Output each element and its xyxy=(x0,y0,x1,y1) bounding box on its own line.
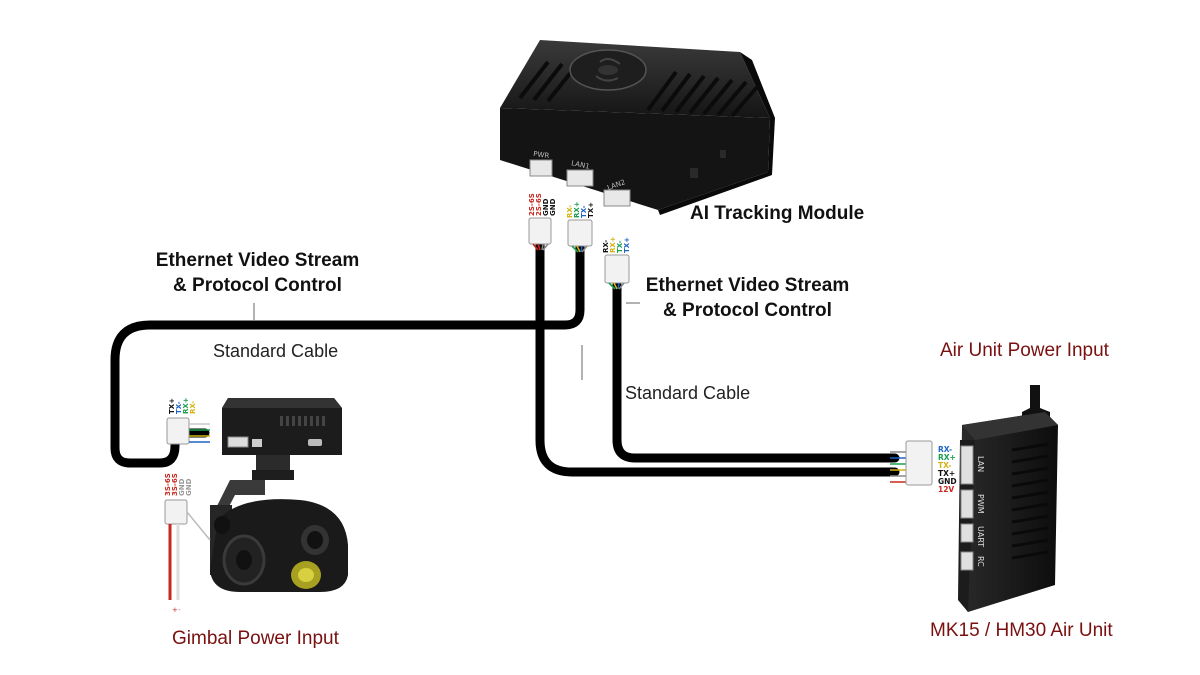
air-rc-port xyxy=(960,551,974,571)
gimbal-power-pin-4: GND xyxy=(185,478,193,496)
gimbal-eth-pin-4: RX- xyxy=(189,401,197,414)
air-unit-connector: RX- RX+ TX- TX+ GND 12V xyxy=(890,440,957,494)
eth-left-line2: & Protocol Control xyxy=(173,275,342,296)
lan2-plug xyxy=(604,254,630,284)
gimbal-power-label: Gimbal Power Input xyxy=(172,628,339,649)
air-port-pwm: PWM xyxy=(976,494,985,514)
pwr-pin-4: GND xyxy=(549,198,557,216)
air-lan-port xyxy=(960,445,974,485)
ai-tracking-module: PWR LAN1 LAN2 xyxy=(500,40,775,215)
pwr-pin-1: 2S-6S xyxy=(528,193,536,216)
air-port-rc: RC xyxy=(976,556,985,567)
air-unit: LAN PWM UART RC xyxy=(958,385,1058,612)
pwr-port xyxy=(529,159,553,177)
air-pin-5: GND xyxy=(938,477,957,486)
gimbal-eth-pin-2: TX- xyxy=(175,401,183,414)
cable-pwr-to-air-unit xyxy=(535,240,900,477)
lan1-plug xyxy=(567,219,593,247)
air-pin-3: TX- xyxy=(938,461,951,470)
lan1-pin-3: TX- xyxy=(580,205,588,218)
lan1-port xyxy=(566,169,594,187)
gimbal-camera xyxy=(210,398,348,592)
air-uart-port xyxy=(960,523,974,543)
lan2-pin-1: RX- xyxy=(602,240,610,253)
lan1-pin-1: RX- xyxy=(566,205,574,218)
eth-left-line1: Ethernet Video Stream xyxy=(155,250,360,271)
ai-module-label: AI Tracking Module xyxy=(690,203,865,224)
gimbal-eth-port xyxy=(227,436,249,448)
eth-left-label: Ethernet Video Stream & Protocol Control xyxy=(150,248,365,298)
gimbal-power-pin-1: 3S-6S xyxy=(164,473,172,496)
air-unit-label: MK15 / HM30 Air Unit xyxy=(930,620,1113,641)
eth-right-line2: & Protocol Control xyxy=(663,300,832,321)
eth-right-label: Ethernet Video Stream & Protocol Control xyxy=(640,273,855,323)
air-pin-2: RX+ xyxy=(938,453,956,462)
lan1-pin-4: TX+ xyxy=(587,202,595,218)
pwr-port-label: PWR xyxy=(533,150,550,160)
lan2-pin-2: RX+ xyxy=(609,236,617,253)
pwr-pin-3: GND xyxy=(542,198,550,216)
air-pin-1: RX- xyxy=(938,445,952,454)
svg-text:-: - xyxy=(178,606,181,614)
air-port-uart: UART xyxy=(976,526,985,547)
eth-right-line1: Ethernet Video Stream xyxy=(645,275,850,296)
gimbal-power-pin-3: GND xyxy=(178,478,186,496)
air-pwm-port xyxy=(960,489,974,519)
air-pin-6: 12V xyxy=(938,485,954,494)
std-cable-right-label: Standard Cable xyxy=(625,383,751,403)
lan2-pin-4: TX+ xyxy=(623,237,631,253)
air-pin-4: TX+ xyxy=(938,469,955,478)
lan2-port xyxy=(603,189,631,207)
lan2-pin-3: TX- xyxy=(616,240,624,253)
gimbal-eth-pin-1: TX+ xyxy=(168,398,176,414)
gimbal-power-pin-2: 3S-6S xyxy=(171,473,179,496)
air-port-lan: LAN xyxy=(976,456,985,472)
pwr-plug xyxy=(528,217,552,245)
lan1-pin-2: RX+ xyxy=(573,201,581,218)
gimbal-eth-connector: TX+ TX- RX+ RX- xyxy=(166,397,210,445)
std-cable-left-label: Standard Cable xyxy=(213,341,339,361)
pwr-pin-2: 2S-6S xyxy=(535,193,543,216)
lan1-port-label: LAN1 xyxy=(571,159,591,171)
gimbal-power-connector: + - 3S-6S 3S-6S GND GND xyxy=(164,473,211,614)
module-connectors: 2S-6S 2S-6S GND GND RX- RX+ TX- TX+ RX- … xyxy=(528,193,631,290)
air-unit-power-label: Air Unit Power Input xyxy=(940,340,1109,361)
cable-lan2-to-air-unit xyxy=(612,280,900,463)
gimbal-eth-pin-3: RX+ xyxy=(182,397,190,414)
svg-text:+: + xyxy=(172,606,178,614)
